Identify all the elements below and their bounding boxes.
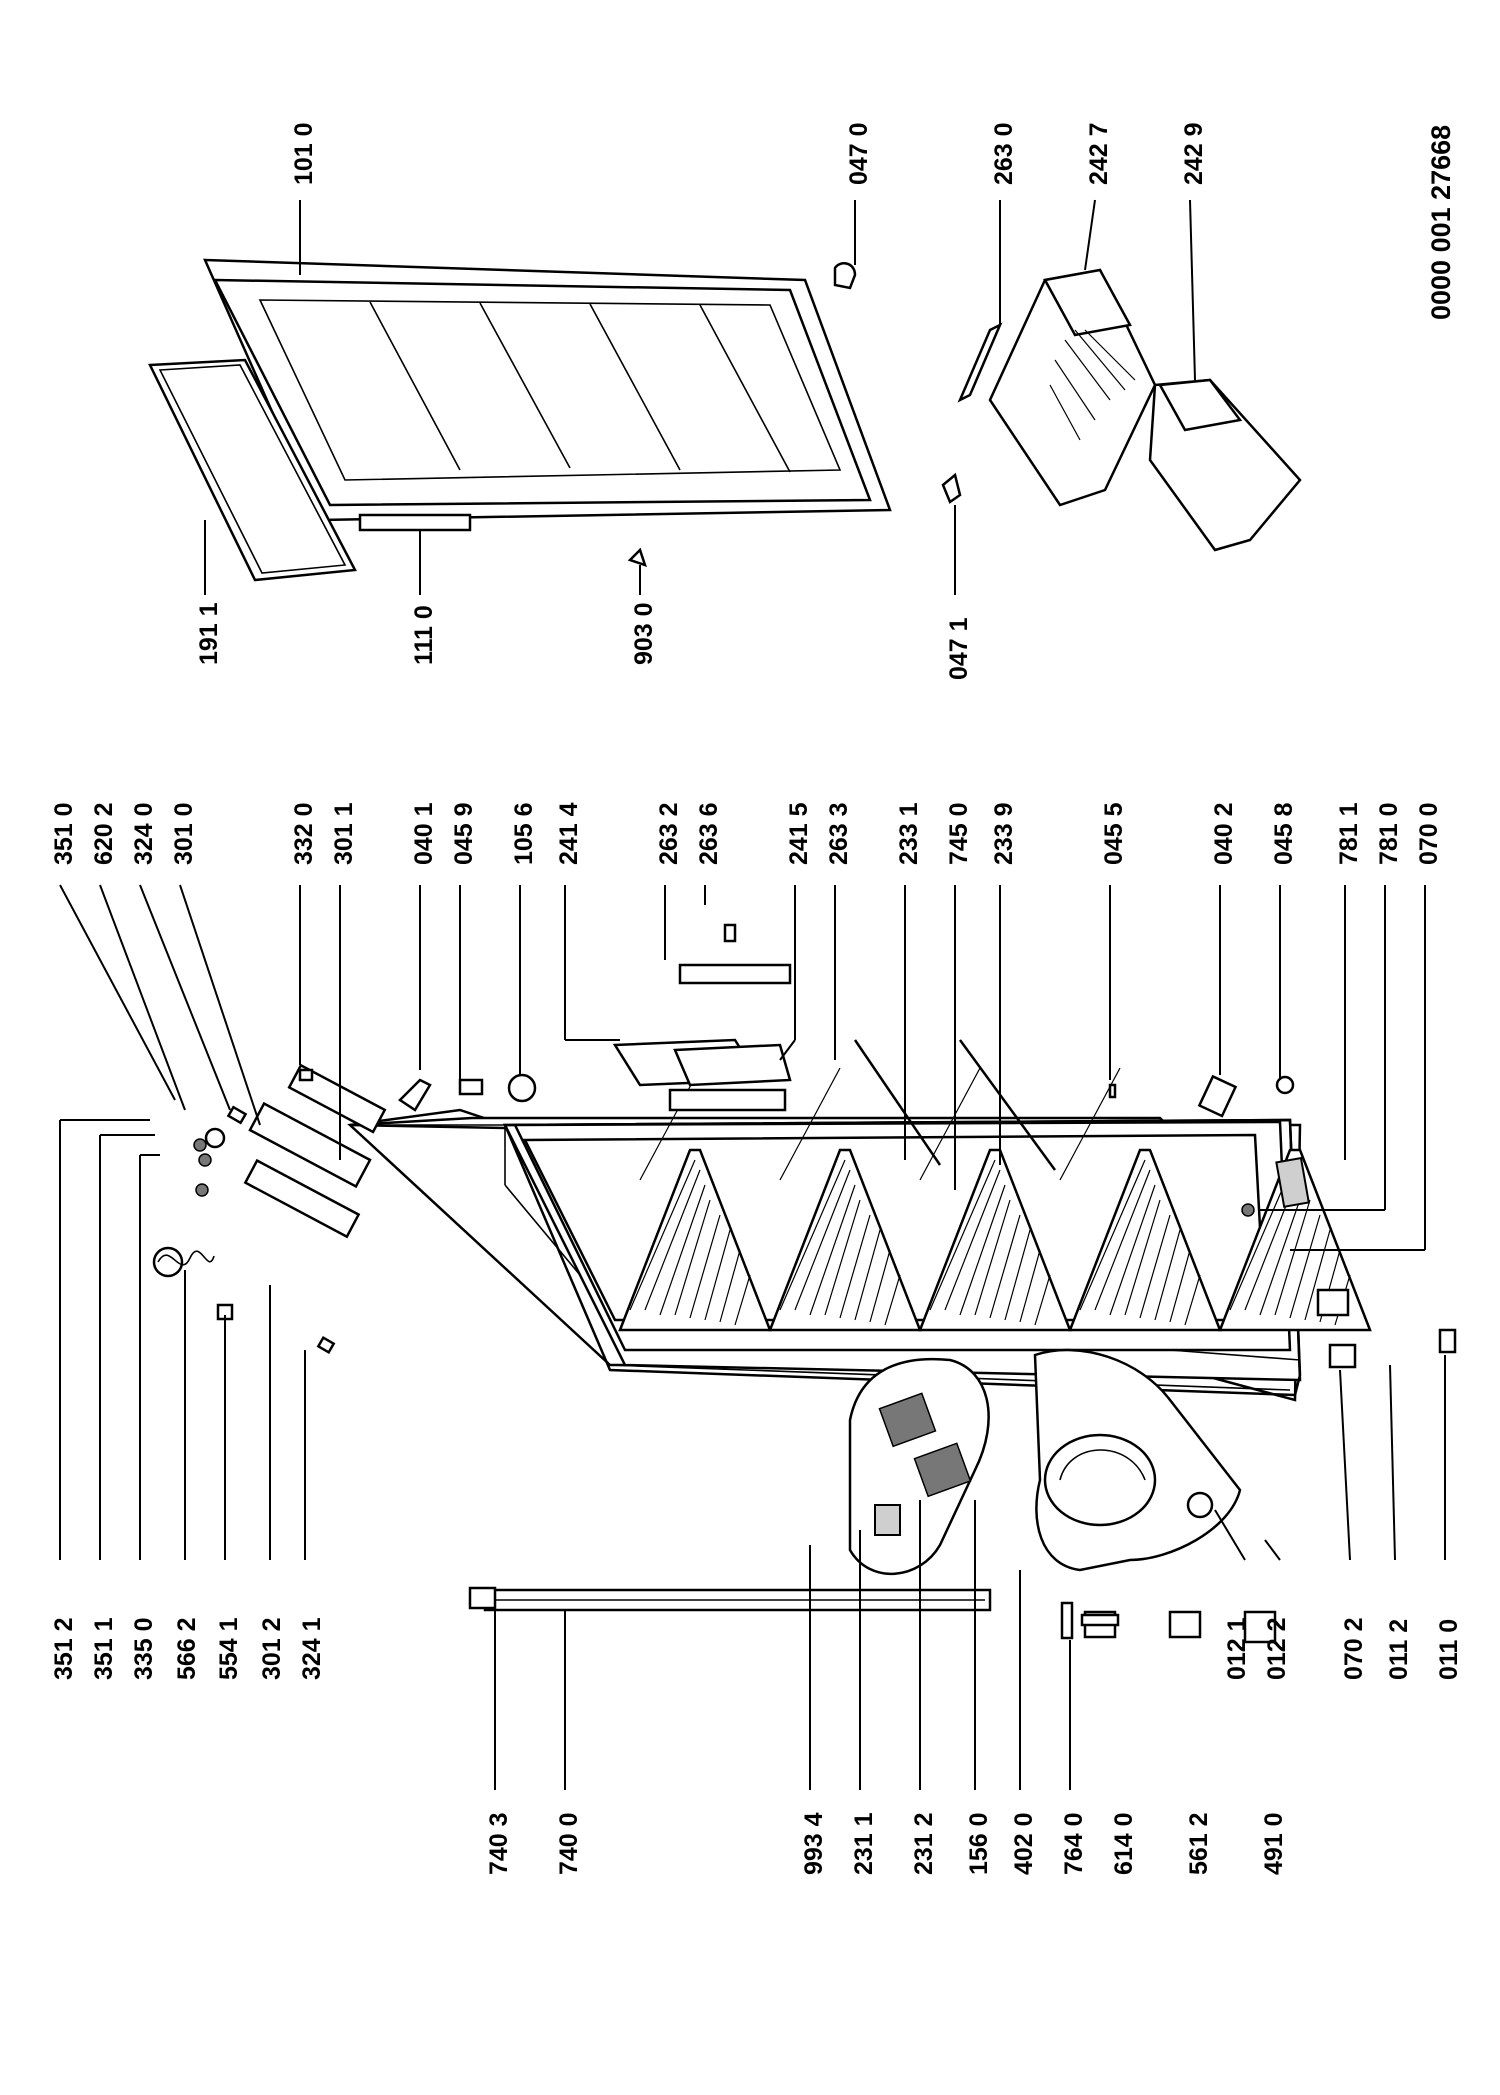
part-label: 740 3	[485, 1812, 513, 1875]
shelf-rails	[612, 923, 1057, 1171]
part-label: 903 0	[630, 602, 658, 665]
part-label: 740 0	[555, 1812, 583, 1875]
part-label: 047 0	[845, 122, 873, 185]
part-label: 101 0	[290, 122, 318, 185]
part-label: 335 0	[130, 1617, 158, 1680]
compressor-area	[1033, 1348, 1242, 1572]
part-label: 070 2	[1340, 1617, 1368, 1680]
part-label: 263 0	[990, 122, 1018, 185]
part-label: 241 5	[785, 802, 813, 865]
part-label: 781 0	[1375, 802, 1403, 865]
part-label: 351 0	[50, 802, 78, 865]
part-label: 231 1	[850, 1812, 878, 1875]
small-parts-left	[1060, 1288, 1457, 1644]
part-label: 012 1	[1223, 1617, 1251, 1680]
part-label: 231 2	[910, 1812, 938, 1875]
part-label: 011 0	[1435, 1619, 1463, 1680]
part-label: 351 1	[90, 1617, 118, 1680]
part-label: 040 2	[1210, 802, 1238, 865]
part-label: 047 1	[945, 617, 973, 680]
part-label: 233 9	[990, 802, 1018, 865]
part-label: 241 4	[555, 802, 583, 865]
part-label: 111 0	[410, 605, 438, 665]
part-label: 324 1	[298, 1617, 326, 1680]
drawers	[988, 268, 1302, 552]
part-label: 301 2	[258, 1617, 286, 1680]
part-label: 242 7	[1085, 122, 1113, 185]
part-label: 233 1	[895, 802, 923, 865]
part-label: 242 9	[1180, 122, 1208, 185]
small-hardware	[398, 1073, 1310, 1217]
part-label: 263 3	[825, 802, 853, 865]
part-label: 561 2	[1185, 1812, 1213, 1875]
part-label: 011 2	[1385, 1619, 1413, 1680]
part-label: 012 2	[1263, 1617, 1291, 1680]
part-label: 105 6	[510, 802, 538, 865]
part-label: 070 0	[1415, 802, 1443, 865]
part-labels: 351 2 351 1 335 0 566 2 554 1 301 2 324 …	[50, 122, 1463, 1875]
wire-shelves	[618, 1067, 1372, 1332]
part-label: 324 0	[130, 802, 158, 865]
part-label: 332 0	[290, 802, 318, 865]
part-label: 764 0	[1060, 1812, 1088, 1875]
part-label: 402 0	[1010, 1812, 1038, 1875]
part-label: 263 6	[695, 802, 723, 865]
document-id: 0000 001 27668	[1426, 125, 1456, 320]
part-label: 566 2	[173, 1617, 201, 1680]
part-label: 263 2	[655, 802, 683, 865]
part-label: 781 1	[1335, 802, 1363, 865]
part-label: 993 4	[800, 1812, 828, 1875]
part-label: 045 9	[450, 802, 478, 865]
part-label: 301 0	[170, 802, 198, 865]
part-label: 491 0	[1260, 1812, 1288, 1875]
control-panel	[848, 1357, 990, 1575]
part-label: 554 1	[215, 1617, 243, 1680]
door-assembly	[148, 258, 1003, 582]
part-label: 156 0	[965, 1812, 993, 1875]
part-label: 191 1	[195, 602, 223, 665]
leader-lines	[59, 199, 1446, 1790]
part-label: 351 2	[50, 1617, 78, 1680]
part-label: 620 2	[90, 802, 118, 865]
part-label: 745 0	[945, 802, 973, 865]
parts-drawing	[148, 258, 1457, 1644]
part-label: 614 0	[1110, 1812, 1138, 1875]
part-label: 040 1	[410, 802, 438, 865]
part-label: 045 5	[1100, 802, 1128, 865]
part-label: 045 8	[1270, 802, 1298, 865]
part-label: 301 1	[330, 802, 358, 865]
